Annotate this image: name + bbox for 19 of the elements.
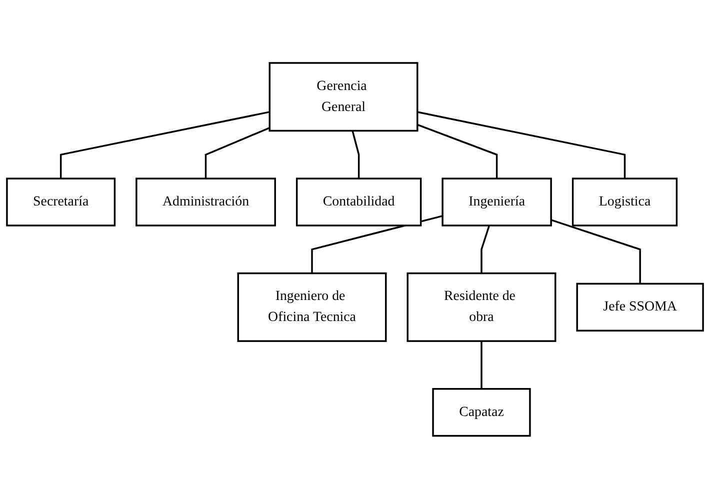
node-box: Gerencia General — [268, 62, 418, 132]
node-box: Ingeniero de Oficina Tecnica — [237, 272, 387, 342]
node-box: Contabilidad — [296, 178, 422, 226]
node-box: Jefe SSOMA — [576, 282, 704, 332]
connector — [417, 111, 626, 179]
node-box: Ingeniería — [442, 178, 552, 226]
connector — [480, 341, 482, 389]
connector — [550, 219, 641, 284]
connector — [311, 215, 443, 274]
connector — [352, 130, 360, 179]
node-box: Administración — [136, 178, 276, 226]
node-box: Residente de obra — [406, 272, 556, 342]
node-box: Secretaría — [6, 178, 116, 226]
node-box: Logistica — [572, 178, 678, 226]
node-box: Capataz — [432, 388, 531, 437]
connector — [60, 111, 270, 179]
connector — [480, 225, 490, 274]
connector — [417, 124, 498, 179]
connector — [204, 127, 270, 179]
